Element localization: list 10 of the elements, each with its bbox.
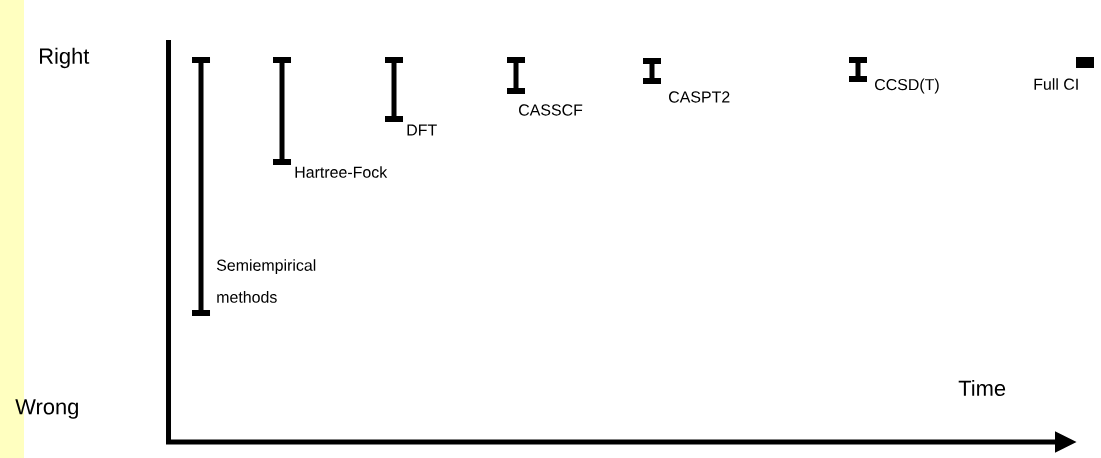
axis-label: Time [958, 379, 1006, 397]
axis-label: Right [40, 47, 90, 69]
method-label: DFT [407, 124, 437, 136]
axis-label: Wrong [15, 399, 78, 419]
method-label: Semiempirical methods [216, 259, 316, 303]
method-label: CCSD(T) [875, 78, 939, 94]
method-label: Hartree-Fock [295, 166, 388, 178]
method-label: CASPT2 [669, 91, 730, 103]
method-label: CASSCF [519, 104, 583, 116]
method-label: Full CI [1034, 78, 1078, 90]
